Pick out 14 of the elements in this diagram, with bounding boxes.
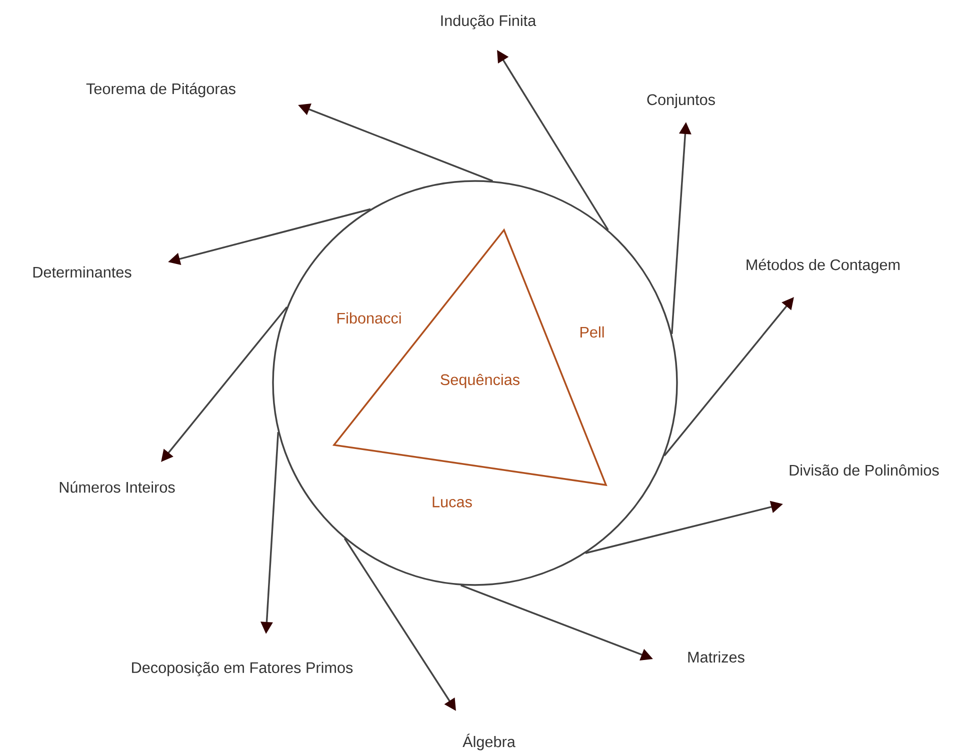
topic-label: Indução Finita [441, 14, 536, 30]
topic-label: Métodos de Contagem [746, 258, 900, 274]
side-label: Pell [580, 326, 604, 338]
topic-label: Divisão de Polinômios [790, 464, 939, 476]
side-label: Lucas [432, 496, 472, 508]
topic-label: Determinantes [33, 266, 132, 278]
topic-label: Álgebra [462, 734, 516, 750]
topic-label: Teorema de Pitágoras [86, 82, 236, 98]
side-label: Fibonacci [337, 312, 401, 324]
topic-label: Matrizes [688, 651, 744, 663]
circle-outline [272, 180, 678, 586]
topic-label: Números Inteiros [60, 481, 175, 493]
topic-label: Conjuntos [647, 94, 715, 108]
topic-label: Decoposição em Fatores Primos [132, 662, 353, 676]
